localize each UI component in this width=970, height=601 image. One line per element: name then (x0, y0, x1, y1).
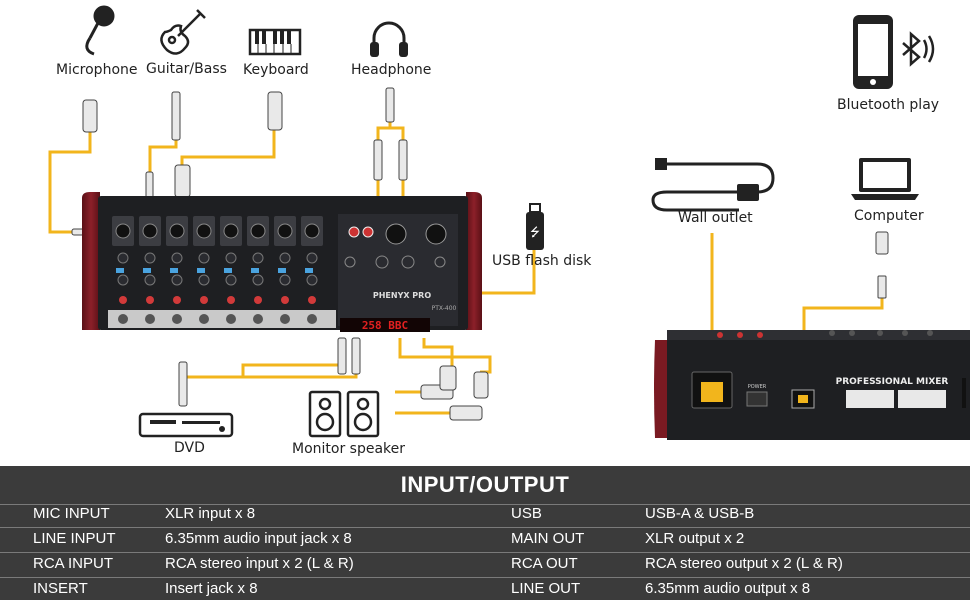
spec-label: INSERT (33, 580, 88, 597)
spec-value: RCA stereo output x 2 (L & R) (645, 555, 843, 572)
smartphone-icon (853, 15, 893, 89)
spec-label: RCA INPUT (33, 555, 114, 572)
guitar-icon (160, 9, 206, 55)
spec-value: RCA stereo input x 2 (L & R) (165, 555, 354, 572)
xlr-connector (267, 91, 283, 131)
spec-table-title: INPUT/OUTPUT (400, 472, 570, 497)
display-panel (340, 318, 430, 332)
spec-value: 6.35mm audio output x 8 (645, 580, 811, 597)
spec-label: USB (511, 505, 542, 522)
usb-flash-disk-icon: ⭍ (526, 203, 544, 250)
spec-table: INPUT/OUTPUT MIC INPUT XLR input x 8 USB… (0, 466, 970, 600)
xlr-connector (174, 164, 191, 198)
spec-label: MAIN OUT (511, 530, 585, 547)
label-microphone: Microphone (56, 62, 138, 78)
rear-panel-label: PROFESSIONAL MIXER (836, 377, 949, 387)
display-readout: 258 BBC (362, 319, 408, 332)
monitor-speaker-icon (308, 390, 380, 438)
dvd-player-icon (138, 412, 234, 438)
spec-label: LINE INPUT (33, 530, 116, 547)
xlr-connector (82, 99, 98, 133)
label-monitor-speaker: Monitor speaker (292, 441, 406, 457)
power-cable-icon (651, 158, 775, 212)
spec-value: 6.35mm audio input jack x 8 (165, 530, 352, 547)
divider (0, 577, 970, 578)
usb-connector (875, 231, 889, 255)
label-dvd: DVD (174, 440, 205, 456)
jack-connector (337, 337, 347, 375)
label-usb-flash-disk: USB flash disk (492, 253, 592, 269)
jack-connector (351, 337, 361, 375)
jack-connector (373, 139, 383, 181)
spec-row: LINE INPUT 6.35mm audio input jack x 8 M… (0, 527, 970, 551)
jack-connector (171, 91, 181, 141)
spec-value: XLR output x 2 (645, 530, 745, 547)
connection-diagram: ⭍ (48, 5, 970, 440)
spec-value: XLR input x 8 (165, 505, 256, 522)
mixer-front-view: PHENYX PRO PTX-400 258 BBC (82, 192, 482, 332)
jack-connector (385, 87, 395, 123)
divider (0, 527, 970, 528)
mixer-brand: PHENYX PRO (373, 291, 431, 300)
power-label: POWER (748, 384, 767, 390)
laptop-icon (851, 158, 919, 200)
master-section: PHENYX PRO PTX-400 258 BBC (338, 214, 458, 332)
spec-row: INSERT Insert jack x 8 LINE OUT 6.35mm a… (0, 577, 970, 601)
spec-label: LINE OUT (511, 580, 581, 597)
spec-row: MIC INPUT XLR input x 8 USB USB-A & USB-… (0, 502, 970, 526)
microphone-icon (85, 5, 115, 56)
spec-value: USB-A & USB-B (645, 505, 755, 522)
bluetooth-icon (902, 31, 935, 67)
keyboard-icon (248, 28, 302, 56)
label-bluetooth-play: Bluetooth play (837, 97, 940, 113)
xlr-connector (473, 371, 489, 399)
label-computer: Computer (854, 208, 924, 224)
jack-connector (398, 139, 408, 181)
xlr-connector (439, 365, 457, 391)
divider (0, 552, 970, 553)
divider (0, 504, 970, 505)
svg-text:⭍: ⭍ (530, 225, 540, 239)
usb-connector (877, 275, 887, 299)
mixer-rear-view: POWER PROFESSIONAL MIXER (654, 330, 970, 440)
channel-strips (108, 216, 336, 328)
spec-label: RCA OUT (511, 555, 578, 572)
label-guitar-bass: Guitar/Bass (146, 61, 227, 77)
spec-value: Insert jack x 8 (165, 580, 258, 597)
label-headphone: Headphone (351, 62, 432, 78)
label-wall-outlet: Wall outlet (678, 210, 753, 226)
connectors (71, 87, 889, 421)
mixer-model: PTX-400 (432, 305, 457, 312)
spec-label: MIC INPUT (33, 505, 110, 522)
headphone-icon (370, 21, 408, 57)
xlr-connector (449, 405, 483, 421)
jack-connector (178, 361, 188, 407)
label-keyboard: Keyboard (243, 62, 309, 78)
spec-row: RCA INPUT RCA stereo input x 2 (L & R) R… (0, 552, 970, 576)
